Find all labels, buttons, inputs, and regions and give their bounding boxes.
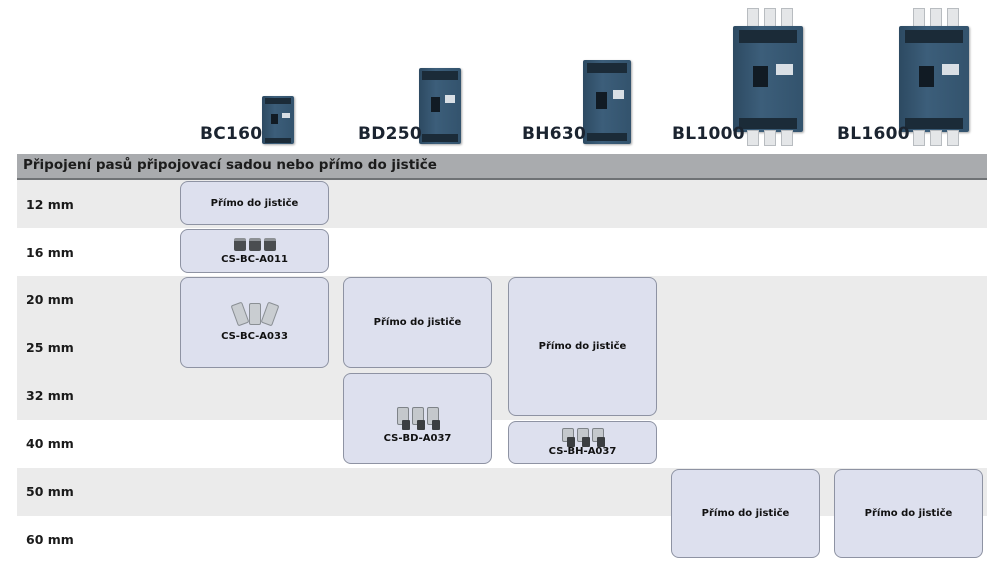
bl1000-terminal-icon (764, 130, 776, 146)
cell-text: Přímo do jističe (210, 197, 299, 209)
cell-text: CS-BD-A037 (383, 433, 452, 444)
bl1600-terminal-icon (930, 130, 942, 146)
cell-bd250-20-25mm[interactable]: Přímo do jističe (343, 277, 492, 368)
cell-bh630-20-32mm[interactable]: Přímo do jističe (508, 277, 657, 416)
row-label-40mm: 40 mm (26, 436, 74, 451)
row-label-60mm: 60 mm (26, 532, 74, 547)
table-row (17, 372, 987, 420)
bl1000-breaker-image (733, 26, 803, 132)
table-header: Připojení pasů připojovací sadou nebo př… (17, 154, 987, 180)
table-header-title: Připojení pasů připojovací sadou nebo př… (23, 157, 437, 173)
bl1000-terminal-icon (781, 130, 793, 146)
row-label-12mm: 12 mm (26, 197, 74, 212)
product-name-bh630: BH630 (522, 124, 587, 144)
bc160-breaker-image (262, 96, 294, 144)
connector-plate-icon (396, 407, 440, 430)
row-label-16mm: 16 mm (26, 245, 74, 260)
table-row (17, 228, 987, 276)
product-name-bd250: BD250 (358, 124, 423, 144)
product-name-bl1600: BL1600 (837, 124, 910, 144)
cell-text: Přímo do jističe (373, 317, 462, 328)
connector-plate-icon (230, 301, 279, 327)
cell-bc160-12mm[interactable]: Přímo do jističe (180, 181, 329, 225)
cell-text: CS-BH-A037 (548, 446, 617, 457)
cell-text: Přímo do jističe (538, 341, 627, 352)
cell-bl1000-50-60mm[interactable]: Přímo do jističe (671, 469, 820, 558)
bl1600-terminal-icon (913, 130, 925, 146)
table-row (17, 324, 987, 372)
cell-text: Přímo do jističe (864, 508, 953, 519)
cell-bh630-40mm[interactable]: CS-BH-A037 (508, 421, 657, 464)
connector-plate-icon (561, 428, 605, 447)
cell-text: CS-BC-A011 (221, 253, 288, 265)
cell-bc160-20-25mm[interactable]: CS-BC-A033 (180, 277, 329, 368)
product-name-bc160: BC160 (200, 124, 263, 144)
bl1000-terminal-icon (747, 130, 759, 146)
table-row (17, 276, 987, 324)
bd250-breaker-image (419, 68, 461, 144)
cell-text: CS-BC-A033 (221, 331, 288, 342)
table-row (17, 468, 987, 516)
row-label-50mm: 50 mm (26, 484, 74, 499)
bh630-breaker-image (583, 60, 631, 144)
table-row (17, 180, 987, 228)
cell-bc160-16mm[interactable]: CS-BC-A011 (180, 229, 329, 273)
table-row (17, 420, 987, 468)
product-name-bl1000: BL1000 (672, 124, 745, 144)
cell-text: Přímo do jističe (701, 508, 790, 519)
cell-bd250-32-40mm[interactable]: CS-BD-A037 (343, 373, 492, 464)
row-label-32mm: 32 mm (26, 388, 74, 403)
row-label-20mm: 20 mm (26, 292, 74, 307)
cell-bl1600-50-60mm[interactable]: Přímo do jističe (834, 469, 983, 558)
row-label-25mm: 25 mm (26, 340, 74, 355)
connector-block-icon (233, 237, 276, 251)
bl1600-terminal-icon (947, 130, 959, 146)
bl1600-breaker-image (899, 26, 969, 132)
